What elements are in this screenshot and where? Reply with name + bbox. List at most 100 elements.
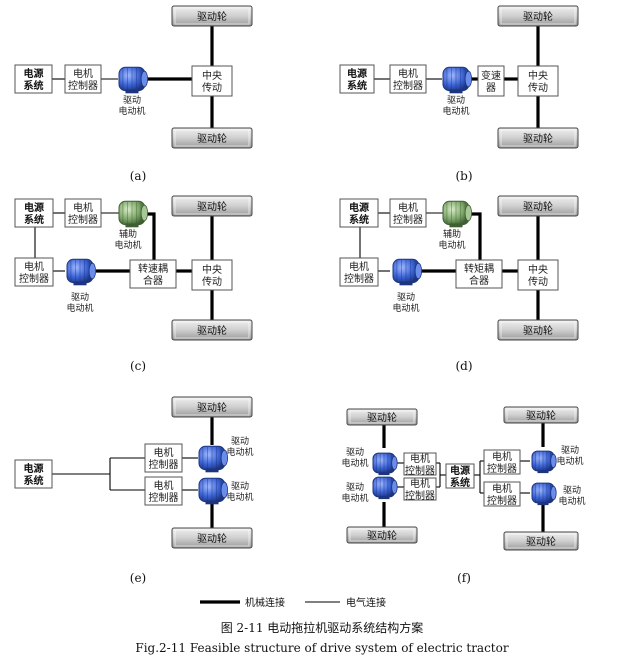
subfigure-label-c: (c) — [130, 359, 146, 373]
d-aux-motor-base — [449, 223, 463, 228]
subfigure-label-a: (a) — [130, 169, 147, 183]
caption-english: Fig.2-11 Feasible structure of drive sys… — [135, 641, 508, 655]
d-central-drive-rect — [517, 259, 559, 291]
f-wheel-left-bottom-label: 驱动轮 — [367, 529, 397, 542]
c-wheel-top-label: 驱动轮 — [197, 200, 227, 213]
a-wheel-bottom-label: 驱动轮 — [197, 132, 227, 145]
b-wheel-top-label: 驱动轮 — [523, 10, 553, 23]
a-power-system-line: 电源 — [24, 67, 44, 80]
f-motor-r2-label-line: 驱动 — [563, 485, 581, 496]
c-power-system-line: 电源 — [24, 201, 44, 214]
b-central-drive-rect — [517, 65, 559, 97]
c-controller-aux-line: 控制器 — [68, 213, 98, 226]
f-wheel-right-top-body — [503, 406, 579, 424]
e-wheel-top-bevel — [174, 398, 250, 416]
a-drive-motor — [118, 66, 149, 94]
legend-mechanical-label: 机械连接 — [245, 596, 285, 609]
f-power-system-rect — [445, 463, 475, 489]
d-controller-aux-line: 控制器 — [393, 213, 423, 226]
f-motor-r2-label-line: 电动机 — [558, 495, 585, 507]
f-controller-r1-line: 电机 — [492, 450, 512, 463]
e-power-system-line: 电源 — [24, 462, 44, 475]
a-controller-line: 电机 — [73, 67, 93, 80]
f-motor-l2-base — [378, 495, 390, 500]
f-controller-l1-rect — [403, 452, 437, 476]
a-central-drive-line: 传动 — [202, 82, 222, 94]
f-motor-r1-endcap — [550, 453, 557, 468]
d-controller-aux-rect — [389, 198, 427, 228]
c-central-drive-line: 中央 — [202, 263, 222, 276]
c-aux-motor-label-line: 辅助 — [119, 228, 137, 240]
c-controller-aux-rect — [64, 198, 102, 228]
d-controller-drive-rect — [339, 257, 379, 287]
b-power-system-line: 电源 — [347, 67, 367, 80]
f-motor-l2 — [372, 476, 398, 500]
f-controller-l2-rect — [403, 477, 437, 501]
d-wheel-bottom-label: 驱动轮 — [523, 324, 553, 337]
b-gearbox-rect — [477, 65, 505, 97]
a-drive-motor-base — [125, 89, 139, 94]
legend-electrical-label: 电气连接 — [346, 596, 386, 609]
f-controller-r2-line: 控制器 — [487, 494, 517, 507]
e-drive-motor-1-label-line: 驱动 — [231, 436, 249, 447]
e-controller-1-line: 控制器 — [149, 458, 179, 471]
c-wheel-bottom-body — [171, 319, 253, 341]
e-drive-motor-1-endcap — [220, 449, 229, 467]
d-aux-motor-endcap — [464, 204, 473, 222]
b-power-system-rect — [339, 64, 375, 94]
f-motor-l1-base — [378, 471, 390, 476]
b-drive-motor-label-line: 驱动 — [447, 95, 465, 106]
f-controller-l1-line: 控制器 — [405, 464, 435, 477]
d-power-system-rect — [339, 198, 379, 228]
c-wheel-top-bevel — [174, 197, 250, 215]
f-wheel-left-top-body — [346, 408, 418, 426]
b-central-drive-line: 传动 — [528, 82, 548, 94]
b-wheel-top-bevel — [500, 7, 576, 25]
a-wheel-bottom: 驱动轮 — [171, 127, 253, 149]
c-aux-shaft — [144, 212, 156, 260]
f-motor-r1-label-line: 驱动 — [561, 445, 579, 456]
e-drive-motor-1-label-line: 电动机 — [226, 446, 253, 458]
c-drive-motor-base — [73, 281, 87, 286]
b-wheel-bottom: 驱动轮 — [497, 127, 579, 149]
d-torque-coupler-line: 转矩耦 — [464, 262, 494, 275]
c-aux-motor-label-line: 电动机 — [114, 239, 141, 251]
b-gearbox-line: 器 — [486, 82, 496, 94]
a-central-drive-line: 中央 — [202, 69, 222, 82]
c-controller-drive-line: 控制器 — [19, 272, 49, 285]
e-wheel-top: 驱动轮 — [171, 396, 253, 418]
d-torque-coupler-line: 合器 — [469, 274, 489, 287]
d-wheel-bottom-bevel — [500, 321, 576, 339]
a-wheel-top-label: 驱动轮 — [197, 10, 227, 23]
e-power-system-rect — [14, 459, 53, 489]
c-drive-motor-endcap — [88, 262, 96, 280]
f-wheel-right-top-label: 驱动轮 — [526, 409, 556, 422]
f-wheel-left-top-label: 驱动轮 — [367, 411, 397, 424]
f-motor-r1-label-line: 电动机 — [556, 455, 583, 467]
d-wheel-top: 驱动轮 — [497, 195, 579, 217]
f-controller-l2-line: 电机 — [410, 477, 430, 490]
f-wheel-left-bottom-bevel — [349, 528, 415, 542]
c-drive-motor-label-line: 驱动 — [71, 292, 89, 303]
d-drive-motor-base — [399, 281, 413, 286]
f-wheel-right-bottom-label: 驱动轮 — [526, 535, 556, 548]
b-power-system-line: 系统 — [347, 79, 367, 92]
b-controller-line: 控制器 — [393, 79, 423, 92]
d-controller-drive-line: 电机 — [349, 260, 369, 273]
d-drive-motor-endcap — [414, 262, 423, 280]
d-power-system-line: 电源 — [349, 201, 369, 214]
c-power-system-line: 系统 — [24, 213, 44, 226]
subfigure-label-f: (f) — [457, 571, 471, 585]
